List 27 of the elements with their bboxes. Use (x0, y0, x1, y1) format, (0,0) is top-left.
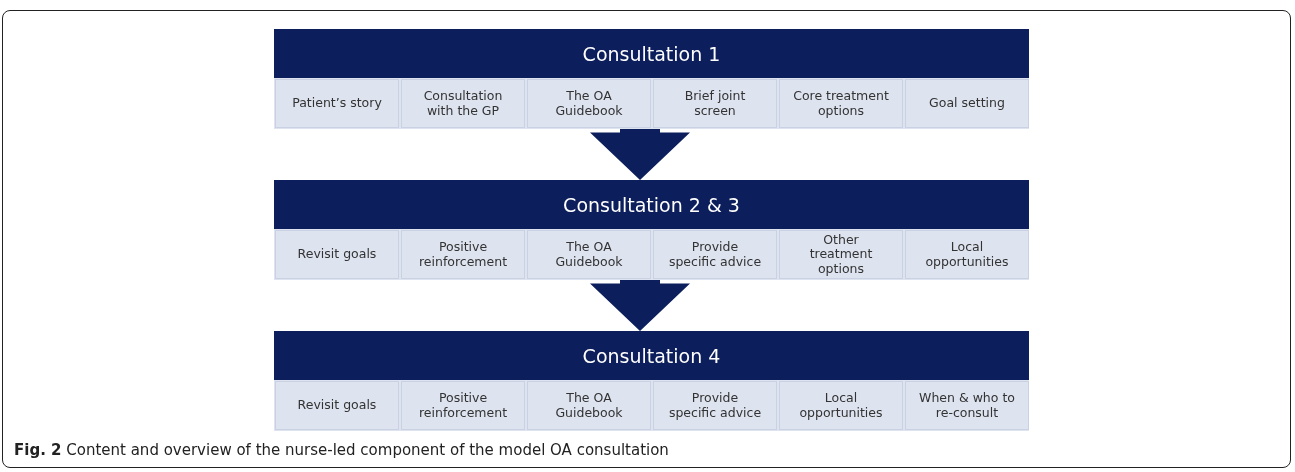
topic-cell: Revisit goals (275, 230, 399, 279)
topic-cell: Revisit goals (275, 381, 399, 430)
topic-cell: Positive reinforcement (401, 230, 525, 279)
topic-cell: Provide specific advice (653, 230, 777, 279)
topic-cell: When & who to re-consult (905, 381, 1029, 430)
block-arrow (590, 280, 690, 331)
topic-cell: Consultation with the GP (401, 79, 525, 128)
topic-cell: Local opportunities (905, 230, 1029, 279)
topic-cell: Goal setting (905, 79, 1029, 128)
topic-cell: Patient’s story (275, 79, 399, 128)
topic-cell: Local opportunities (779, 381, 903, 430)
panel-heading: Consultation 4 (274, 331, 1029, 380)
block-arrow (590, 129, 690, 180)
panel-heading: Consultation 2 & 3 (274, 180, 1029, 229)
consultation-panel (274, 29, 1029, 129)
consultation-panel (274, 331, 1029, 431)
topic-cell: The OA Guidebook (527, 381, 651, 430)
topic-cell: Brief joint screen (653, 79, 777, 128)
panel-heading: Consultation 1 (274, 29, 1029, 78)
topic-cell: The OA Guidebook (527, 230, 651, 279)
topic-cell: Positive reinforcement (401, 381, 525, 430)
consultation-panel (274, 180, 1029, 280)
topic-cell: The OA Guidebook (527, 79, 651, 128)
topic-cell: Other treatment options (779, 230, 903, 279)
topic-cell: Provide specific advice (653, 381, 777, 430)
topic-cell: Core treatment options (779, 79, 903, 128)
figure-caption: Fig. 2 Content and overview of the nurse-led component of the model OA consultation (14, 441, 669, 459)
